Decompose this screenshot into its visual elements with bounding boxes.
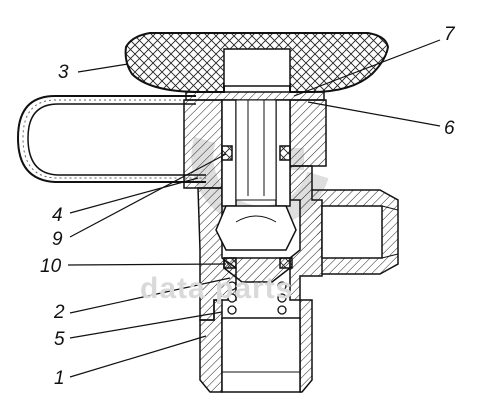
valve-plug-part-2 [223, 257, 293, 283]
callout-1: 1 [54, 368, 65, 389]
callout-2: 2 [53, 302, 65, 323]
callout-10: 10 [40, 256, 62, 277]
callout-9: 9 [52, 229, 63, 250]
o-rings-part-9 [221, 145, 291, 161]
callout-5: 5 [54, 329, 65, 350]
callout-6: 6 [444, 118, 455, 139]
top-nut [183, 91, 327, 189]
valve-seat [215, 205, 297, 251]
handwheel-part-3 [124, 32, 390, 93]
threaded-shank-part-1 [199, 299, 313, 393]
strap-ring-part-4 [16, 95, 206, 183]
callout-3: 3 [58, 62, 69, 83]
leader-lines [67, 39, 441, 378]
callout-7: 7 [444, 24, 456, 45]
watermark-text: data parts [140, 272, 293, 305]
callout-4: 4 [52, 205, 63, 226]
spring-part-5 [227, 281, 287, 315]
spindle [221, 99, 291, 207]
